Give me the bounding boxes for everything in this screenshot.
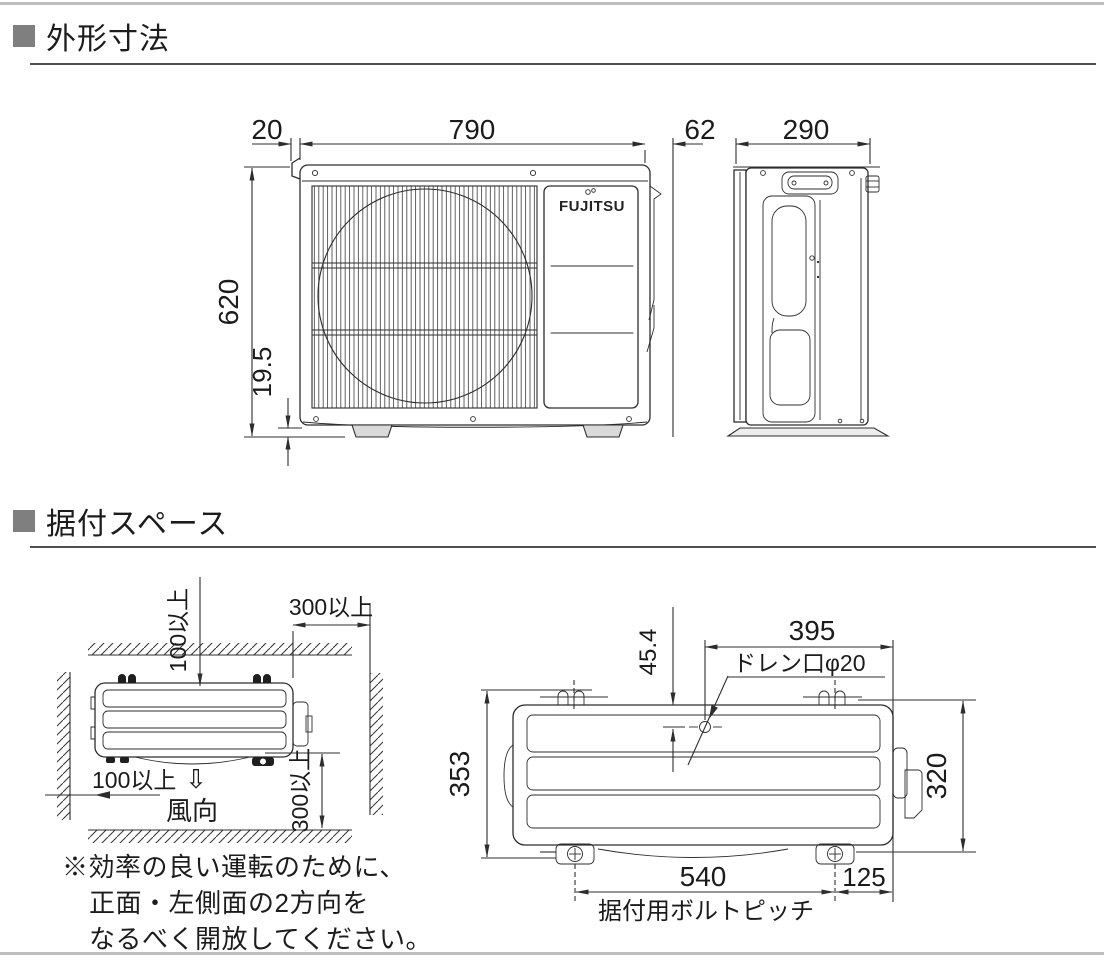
fan-circle — [317, 188, 533, 404]
fan-grille — [311, 185, 538, 409]
dim-depth: 290 — [783, 114, 830, 145]
note-line: 正面・左側面の2方向を — [89, 888, 369, 918]
dim-right-clearance: 300以上 — [289, 594, 373, 620]
section-marker-icon — [13, 25, 35, 47]
section-heading-outline: 外形寸法 — [13, 14, 170, 58]
section-heading-install: 据付スペース — [13, 499, 228, 543]
dim-drain-x: 395 — [789, 615, 836, 646]
drain-port-label: ドレン口φ20 — [733, 650, 866, 676]
side-base-plate — [726, 427, 891, 437]
dim-height: 620 — [213, 279, 244, 326]
install-top-view: 100以上 300以上 100以上 ⇩ 風向 300以上 — [45, 577, 383, 843]
mounting-bracket-bottom-left — [540, 843, 595, 902]
dim-left-clearance: 100以上 — [92, 767, 176, 793]
wind-direction-label: 風向 — [166, 796, 218, 826]
outline-dimensions: 20 790 62 290 620 19.5 — [213, 114, 871, 466]
page-bottom-border — [0, 952, 1104, 955]
wall-rear — [88, 643, 352, 655]
dim-overall-depth: 353 — [444, 751, 475, 798]
mounting-bracket-bottom-right — [815, 843, 976, 902]
dim-width: 790 — [449, 114, 496, 145]
front-foot-right — [582, 424, 624, 438]
service-panel: FUJITSU — [543, 185, 639, 409]
side-view — [726, 166, 891, 437]
section-rule — [30, 63, 1096, 65]
side-service-panel — [762, 178, 862, 423]
mounting-bracket-top-right — [803, 680, 862, 712]
front-foot-left — [351, 424, 393, 438]
side-handle — [781, 171, 839, 195]
dim-front-clearance: 300以上 — [287, 748, 313, 832]
page-top-border — [0, 2, 1104, 5]
dim-side-protrusion: 62 — [684, 114, 715, 145]
valve-cover-flap — [646, 185, 662, 353]
wall-left — [57, 672, 70, 820]
dim-bolt-depth: 320 — [921, 753, 952, 800]
drain-port: ドレン口φ20 — [687, 650, 885, 766]
dim-base-height: 19.5 — [247, 347, 277, 398]
dim-drain-y: 45.4 — [635, 629, 662, 676]
unit-top-outline — [94, 682, 294, 758]
note-line: ※効率の良い運転のために、 — [62, 852, 406, 882]
dim-bolt-edge: 125 — [842, 862, 885, 892]
wall-front — [88, 830, 352, 843]
section-marker-icon — [13, 510, 35, 532]
install-bottom-view: ドレン口φ20 353 320 395 45.4 540 125 据付用ボルトピ… — [444, 607, 976, 925]
unit-bottom-outline — [512, 704, 894, 846]
section-title: 外形寸法 — [46, 23, 170, 56]
bolt-pitch-caption: 据付用ボルトピッチ — [598, 898, 814, 925]
section-title: 据付スペース — [46, 508, 229, 541]
wall-right — [370, 673, 383, 815]
front-view: FUJITSU — [291, 157, 662, 438]
dim-bolt-pitch: 540 — [680, 861, 727, 892]
dim-rear-clearance: 100以上 — [165, 588, 191, 672]
brand-logo: FUJITSU — [559, 198, 625, 215]
mounting-bracket-top-left — [540, 680, 608, 712]
note-line: なるべく開放してください。 — [89, 924, 432, 954]
dim-back-offset: 20 — [251, 114, 282, 145]
wind-direction-arrow-icon: ⇩ — [185, 764, 207, 794]
section-rule — [30, 546, 1096, 548]
efficiency-note: ※効率の良い運転のために、 正面・左側面の2方向を なるべく開放してください。 — [62, 849, 432, 957]
